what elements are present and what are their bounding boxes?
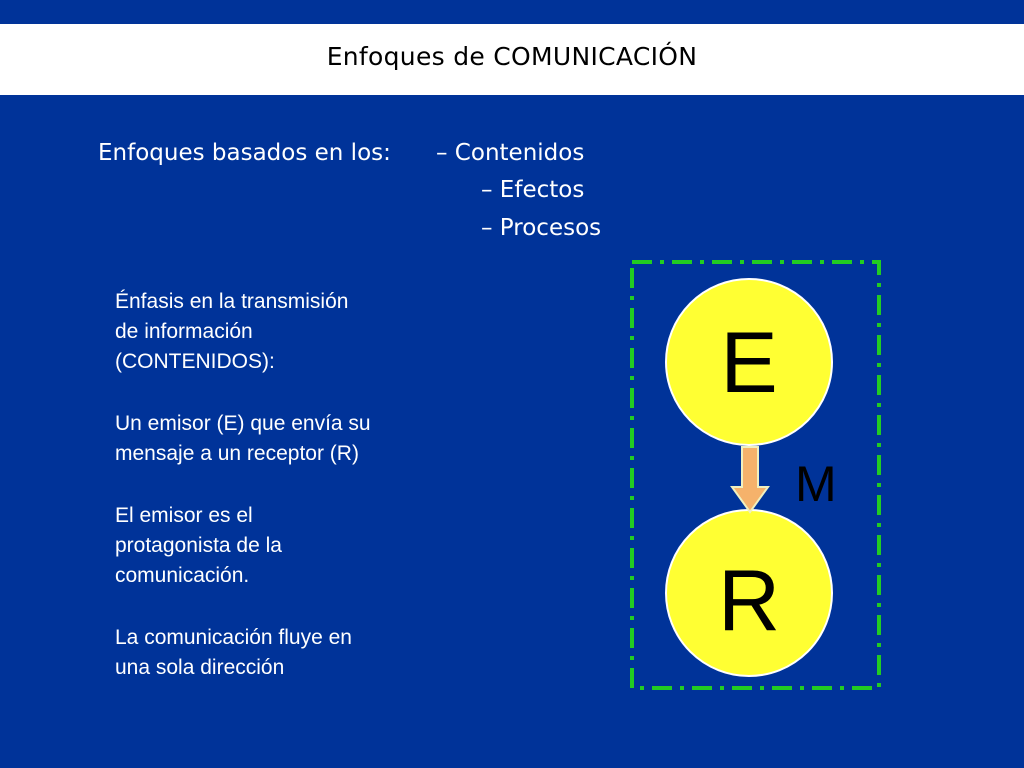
receiver-label: R xyxy=(717,553,781,649)
emitter-label: E xyxy=(720,315,778,411)
title-bar: Enfoques de COMUNICACIÓN xyxy=(0,24,1024,95)
approach-item-effects: – Efectos xyxy=(481,177,585,203)
slide-title: Enfoques de COMUNICACIÓN xyxy=(326,42,698,71)
emitter-node xyxy=(665,278,833,446)
approach-item-contents: – Contenidos xyxy=(436,140,585,166)
approaches-lead: Enfoques basados en los: xyxy=(98,140,391,166)
description-paragraph-emitter: Un emisor (E) que envía su mensaje a un … xyxy=(115,412,371,465)
message-label: M xyxy=(795,456,837,512)
description-text: Énfasis en la transmisión de información… xyxy=(115,287,455,715)
message-arrow xyxy=(730,446,770,514)
approach-item-processes: – Procesos xyxy=(481,215,602,241)
description-paragraph-direction: La comunicación fluye en una sola direcc… xyxy=(115,626,352,679)
diagram-frame xyxy=(630,260,881,690)
description-paragraph-emphasis: Énfasis en la transmisión de información… xyxy=(115,290,349,373)
description-paragraph-protagonist: El emisor es el protagonista de la comun… xyxy=(115,504,282,587)
